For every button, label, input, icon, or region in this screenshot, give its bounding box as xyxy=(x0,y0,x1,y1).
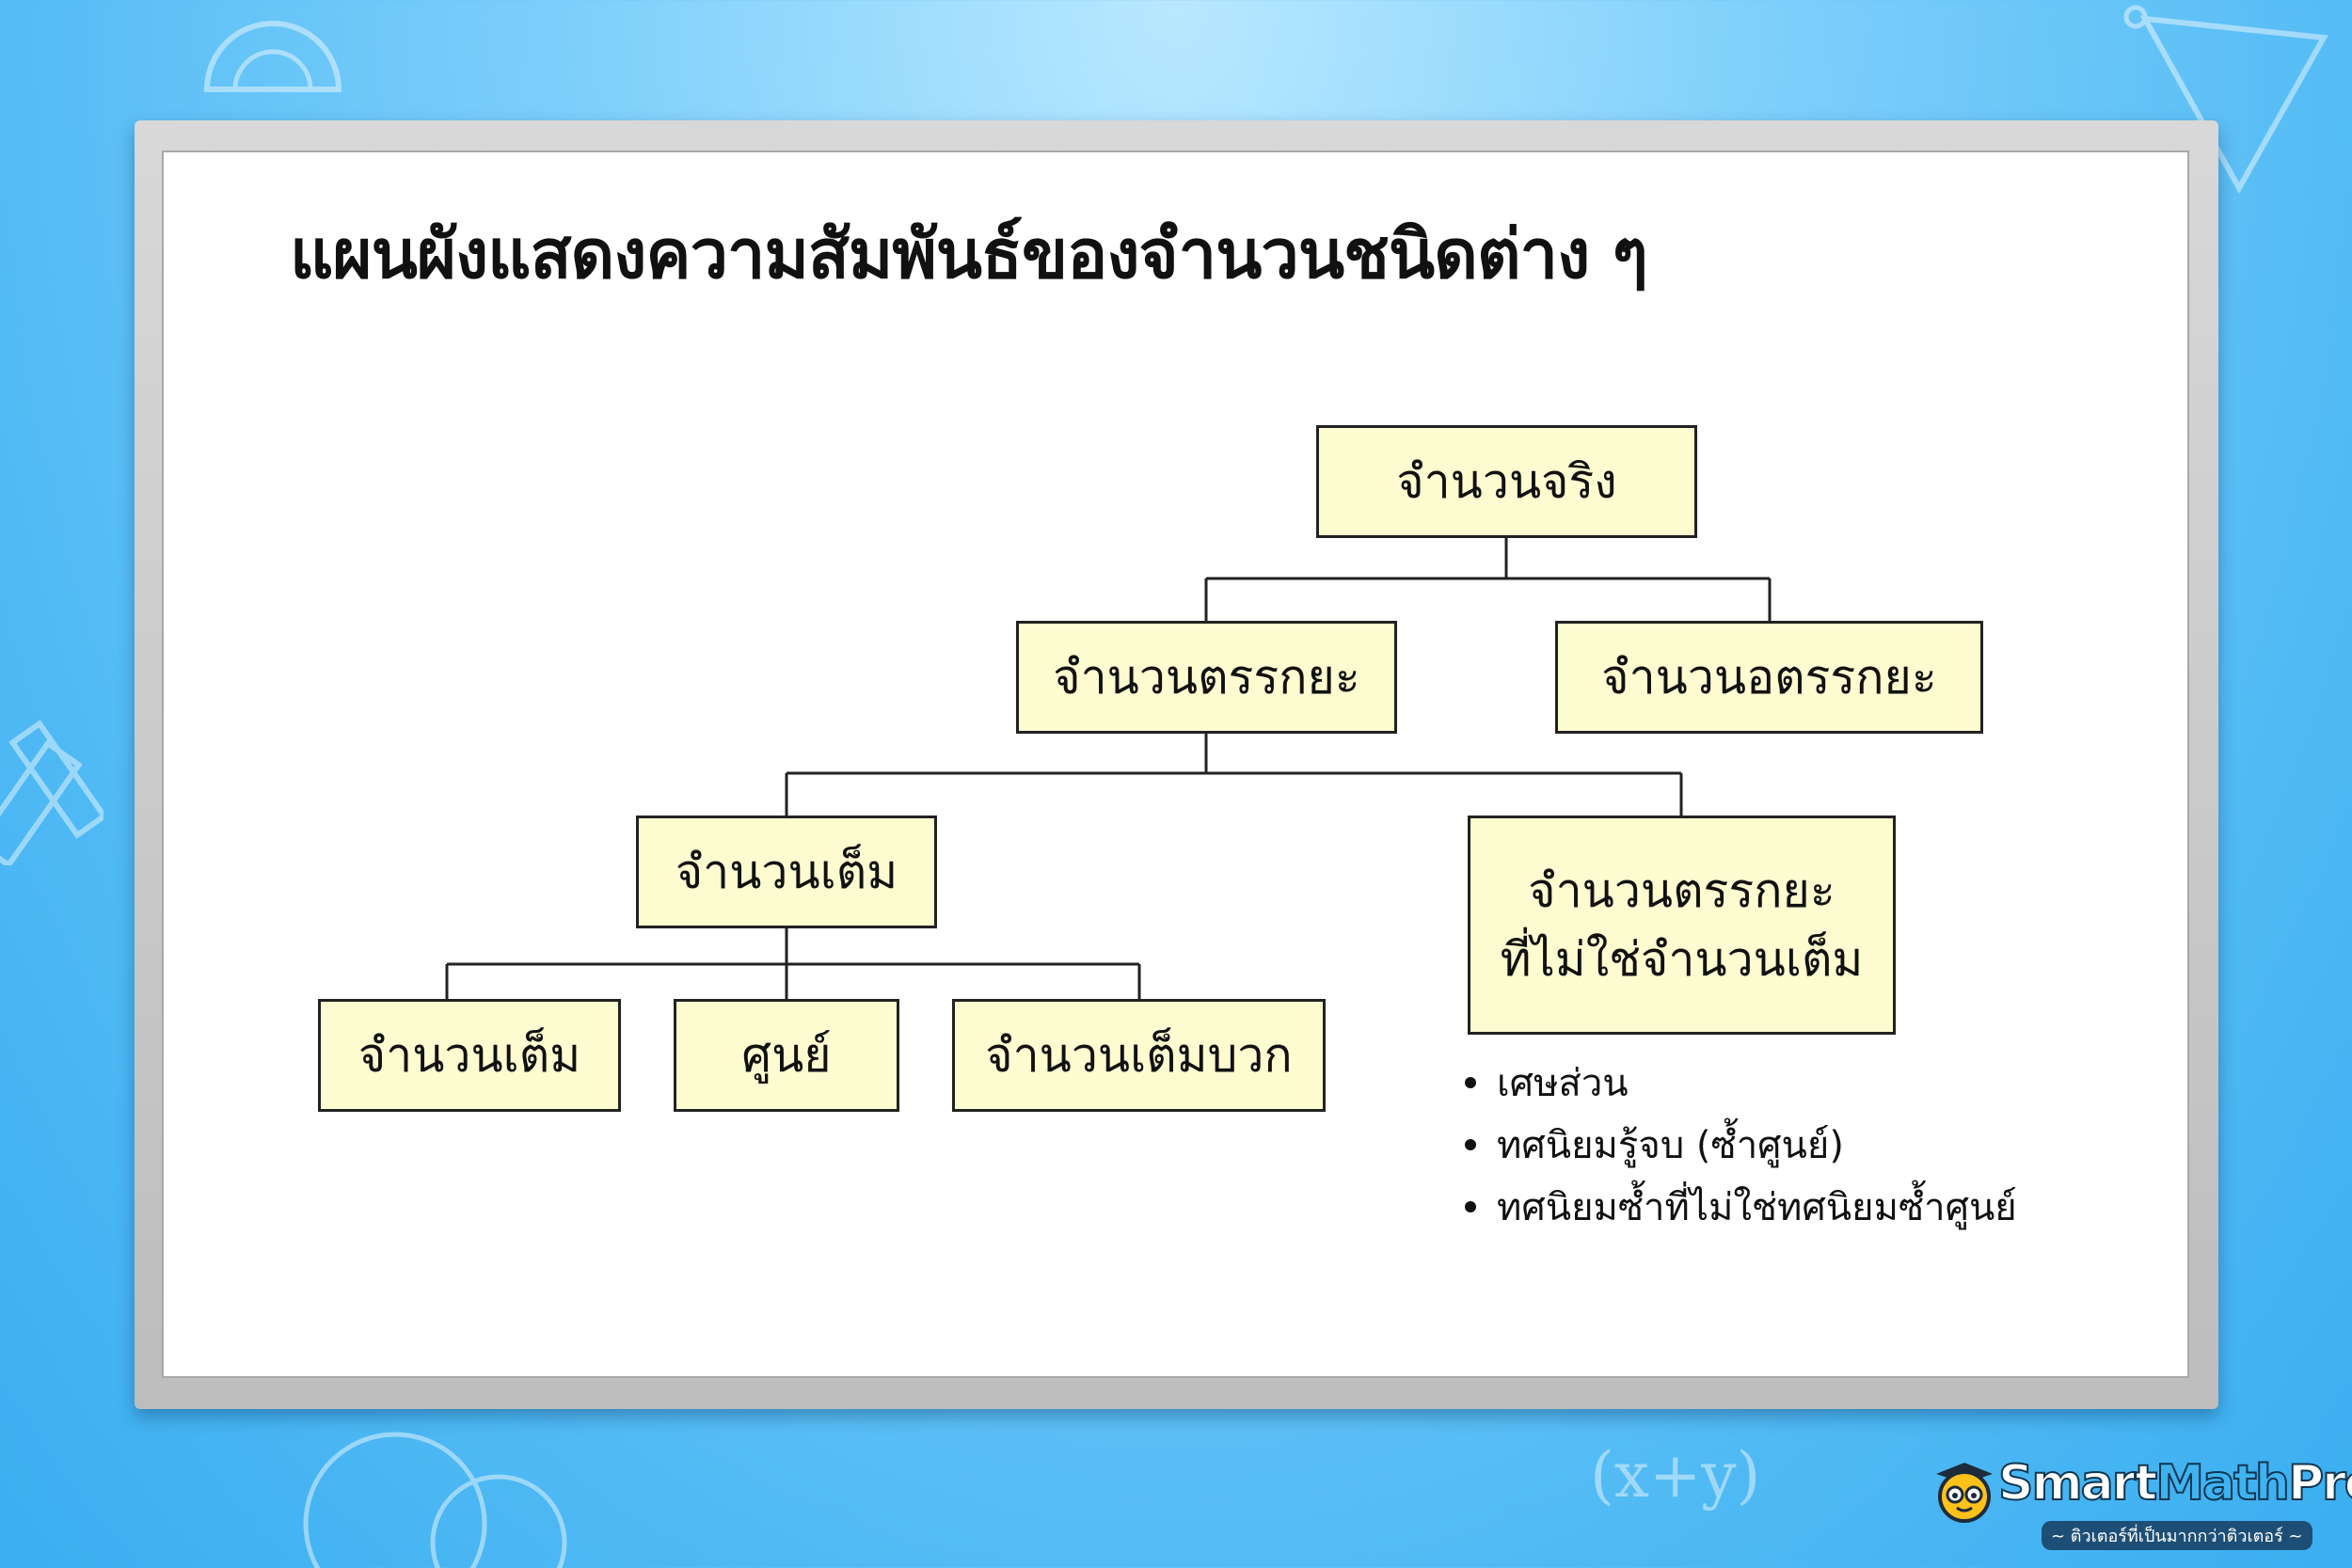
logo-wordmark: SmartMathPro xyxy=(1997,1454,2352,1513)
node-integers: จำนวนเต็ม xyxy=(636,816,937,928)
node-real-numbers: จำนวนจริง xyxy=(1316,425,1697,538)
circles-doodle-icon xyxy=(303,1432,567,1568)
bullet-icon xyxy=(1465,1139,1476,1150)
node-positive-integers: จำนวนเต็มบวก xyxy=(952,999,1326,1112)
node-non-integer-rationals: จำนวนตรรกยะ ที่ไม่ใช่จำนวนเต็ม xyxy=(1468,816,1896,1035)
non-integer-rational-examples: เศษส่วน ทศนิยมรู้จบ (ซ้ำศูนย์) ทศนิยมซ้ำ… xyxy=(1465,1052,2017,1238)
bullet-icon xyxy=(1465,1201,1476,1212)
protractor-doodle-icon xyxy=(203,21,342,92)
logo-tagline: ~ ติวเตอร์ที่เป็นมากกว่าติวเตอร์ ~ xyxy=(2042,1521,2312,1550)
diagram-title: แผนผังแสดงความสัมพันธ์ของจำนวนชนิดต่าง ๆ xyxy=(290,214,1648,293)
node-zero: ศูนย์ xyxy=(674,999,899,1112)
formula-doodle: (x+y) xyxy=(1590,1439,1761,1512)
node-negative-integers: จำนวนเต็ม xyxy=(318,999,621,1112)
bullet-icon xyxy=(1465,1077,1476,1088)
smartmathpro-logo: SmartMathPro ~ ติวเตอร์ที่เป็นมากกว่าติว… xyxy=(1931,1451,2352,1555)
triangle-ruler-doodle-icon xyxy=(2123,5,2328,195)
node-rational-numbers: จำนวนตรรกยะ xyxy=(1016,621,1397,734)
list-item: ทศนิยมรู้จบ (ซ้ำศูนย์) xyxy=(1465,1114,2017,1176)
ruler-doodle-icon xyxy=(0,720,103,865)
node-irrational-numbers: จำนวนอตรรกยะ xyxy=(1555,621,1983,734)
mascot-face-icon xyxy=(1936,1463,1993,1523)
list-item: เศษส่วน xyxy=(1465,1052,2017,1114)
list-item: ทศนิยมซ้ำที่ไม่ใช่ทศนิยมซ้ำศูนย์ xyxy=(1465,1176,2017,1238)
